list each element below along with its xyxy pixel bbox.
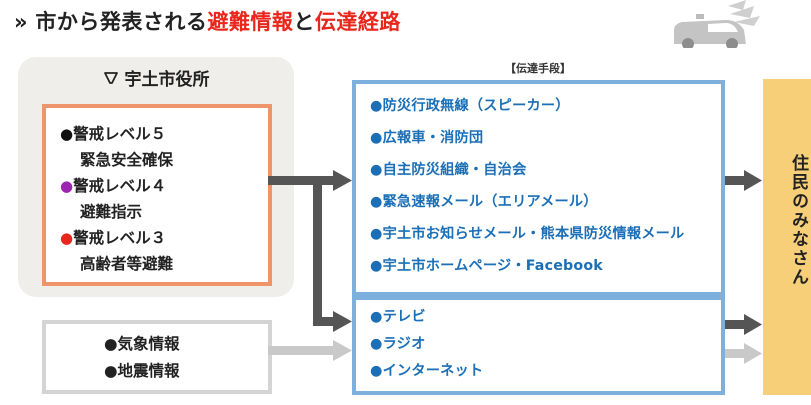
means-item: ●広報車・消防団 [370, 130, 484, 146]
means-item: ●宇土市ホームページ・Facebook [370, 258, 603, 274]
alert-dot-5: ● [60, 125, 74, 143]
arrow-media-to-residents-light [725, 349, 745, 358]
alert-action-5: 緊急安全確保 [80, 151, 174, 169]
arrow-head-residents-1 [744, 170, 762, 191]
title-part1: 市から発表される [35, 10, 208, 34]
alert-dot-3: ● [60, 229, 74, 247]
media-means-box: ●テレビ ●ラジオ ●インターネット [352, 296, 725, 395]
alert-level-5-label: 警戒レベル５ [73, 125, 167, 143]
title-part4: 伝達経路 [314, 10, 401, 34]
page-title: » 市から発表される避難情報と伝達経路 [14, 6, 401, 36]
media-item: ●インターネット [370, 363, 484, 379]
arrow-head-weather [333, 340, 352, 361]
alert-level-4-label: 警戒レベル４ [73, 177, 167, 195]
arrow-head-main [333, 170, 352, 191]
alert-action-4: 避難指示 [80, 203, 143, 221]
arrow-head-media [333, 311, 352, 332]
main-means-box: ●防災行政無線（スピーカー） ●広報車・消防団 ●自主防災組織・自治会 ●緊急速… [352, 80, 725, 296]
weather-info: ●気象情報 [104, 335, 180, 353]
alert-level-4: ●警戒レベル４ [60, 174, 166, 196]
means-item: ●自主防災組織・自治会 [370, 162, 527, 178]
arrow-main-to-residents [725, 176, 745, 185]
media-item: ●テレビ [370, 309, 426, 325]
alert-level-3: ●警戒レベル３ [60, 226, 166, 248]
earthquake-info: ●地震情報 [104, 362, 180, 380]
city-hall-title: 宇土市役所 [18, 65, 294, 91]
arrow-head-residents-light [744, 343, 762, 364]
arrow-head-residents-2 [744, 314, 762, 335]
arrow-to-main [313, 176, 335, 185]
means-label: 【伝達手段】 [505, 62, 571, 75]
residents-column: 住民のみなさん [763, 79, 811, 395]
title-part2: 避難情報 [207, 10, 294, 34]
arrow-stem-cityhall [268, 176, 321, 185]
city-hall-label: 宇土市役所 [124, 70, 210, 90]
alert-level-3-label: 警戒レベル３ [73, 229, 167, 247]
means-item: ●宇土市お知らせメール・熊本県防災情報メール [370, 226, 685, 242]
arrow-to-media [313, 317, 335, 326]
means-item: ●緊急速報メール（エリアメール） [370, 194, 598, 210]
weather-info-box: ●気象情報 ●地震情報 [42, 320, 272, 394]
title-part3: と [293, 10, 315, 34]
arrow-trunk [313, 176, 322, 326]
bell-outline-icon [103, 70, 119, 91]
alert-dot-4: ● [60, 177, 74, 195]
broadcast-van-icon [674, 0, 760, 48]
media-item: ●ラジオ [370, 336, 426, 352]
arrow-media-to-residents [725, 320, 745, 329]
means-item: ●防災行政無線（スピーカー） [370, 98, 570, 114]
residents-label: 住民のみなさん [788, 154, 808, 287]
alert-level-5: ●警戒レベル５ [60, 122, 166, 144]
arrow-weather-to-media [268, 346, 334, 355]
alert-action-3: 高齢者等避難 [80, 255, 174, 273]
evacuation-alerts-box: ●警戒レベル５ 緊急安全確保 ●警戒レベル４ 避難指示 ●警戒レベル３ 高齢者等… [42, 104, 272, 286]
